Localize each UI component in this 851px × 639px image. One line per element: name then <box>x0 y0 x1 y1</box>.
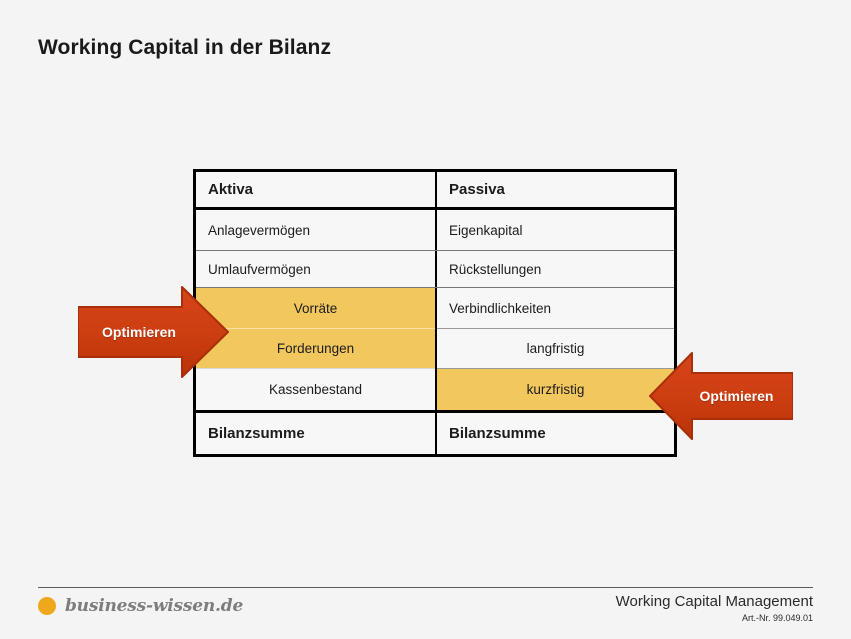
cell-rueckstellungen: Rückstellungen <box>435 251 674 287</box>
cell-label: Umlaufvermögen <box>208 261 311 277</box>
optimieren-arrow-left: Optimieren <box>78 285 230 379</box>
cell-label: Anlagevermögen <box>208 222 311 238</box>
cell-label: langfristig <box>526 340 585 356</box>
logo-dot-icon <box>38 597 56 615</box>
arrow-right-icon <box>78 286 229 378</box>
optimieren-arrow-right: Optimieren <box>648 351 793 441</box>
arrow-left-icon <box>649 352 793 440</box>
row-separator <box>437 368 674 369</box>
cell-bilanzsumme-aktiva: Bilanzsumme <box>196 413 435 454</box>
footer-meta: Working Capital Management Art.-Nr. 99.0… <box>616 592 813 624</box>
cell-verbindlichkeiten: Verbindlichkeiten <box>435 288 674 328</box>
table-header-row: Aktiva Passiva <box>196 172 674 210</box>
cell-label: Eigenkapital <box>449 222 523 238</box>
brand-logo-text: business-wissen.de <box>65 596 244 616</box>
table-row: Anlagevermögen Eigenkapital <box>196 210 674 251</box>
table-summary-row: Bilanzsumme Bilanzsumme <box>196 413 674 454</box>
cell-langfristig: langfristig <box>435 328 674 368</box>
cell-eigenkapital: Eigenkapital <box>435 210 674 250</box>
footer-article-number: Art.-Nr. 99.049.01 <box>741 613 813 623</box>
table-header-passiva: Passiva <box>435 172 674 207</box>
arrow-left-label: Optimieren <box>102 324 176 340</box>
cell-label: Kassenbestand <box>268 381 363 397</box>
table-header-aktiva-label: Aktiva <box>208 181 254 198</box>
cell-label: Rückstellungen <box>449 261 542 277</box>
cell-label: Bilanzsumme <box>208 425 305 442</box>
cell-vorraete: Vorräte <box>196 288 435 328</box>
brand-logo[interactable]: business-wissen.de <box>38 596 243 616</box>
balance-sheet-table: Aktiva Passiva Anlagevermögen Eigenkapit… <box>193 169 677 457</box>
cell-label: Forderungen <box>276 340 355 356</box>
table-header-aktiva: Aktiva <box>196 172 435 207</box>
footer-divider <box>38 587 813 588</box>
table-row: Kassenbestand kurzfristig <box>196 368 674 413</box>
cell-kurzfristig: kurzfristig <box>435 368 674 410</box>
table-row: Vorräte Verbindlichkeiten <box>196 288 674 328</box>
cell-label: Vorräte <box>293 300 338 316</box>
cell-umlaufvermoegen: Umlaufvermögen <box>196 251 435 287</box>
page-title: Working Capital in der Bilanz <box>38 36 332 59</box>
cell-forderungen: Forderungen <box>196 328 435 368</box>
footer-product-title: Working Capital Management <box>615 593 813 610</box>
table-row: Forderungen langfristig <box>196 328 674 368</box>
cell-kassenbestand: Kassenbestand <box>196 368 435 410</box>
table-row: Umlaufvermögen Rückstellungen <box>196 251 674 288</box>
cell-label: kurzfristig <box>526 381 585 397</box>
row-separator <box>196 328 435 329</box>
row-separator <box>437 328 674 329</box>
cell-anlagevermoegen: Anlagevermögen <box>196 210 435 250</box>
cell-label: Verbindlichkeiten <box>449 300 552 316</box>
cell-bilanzsumme-passiva: Bilanzsumme <box>435 413 674 454</box>
table-header-passiva-label: Passiva <box>449 181 505 198</box>
cell-label: Bilanzsumme <box>449 425 546 442</box>
arrow-right-label: Optimieren <box>699 388 774 404</box>
row-separator <box>196 368 435 369</box>
